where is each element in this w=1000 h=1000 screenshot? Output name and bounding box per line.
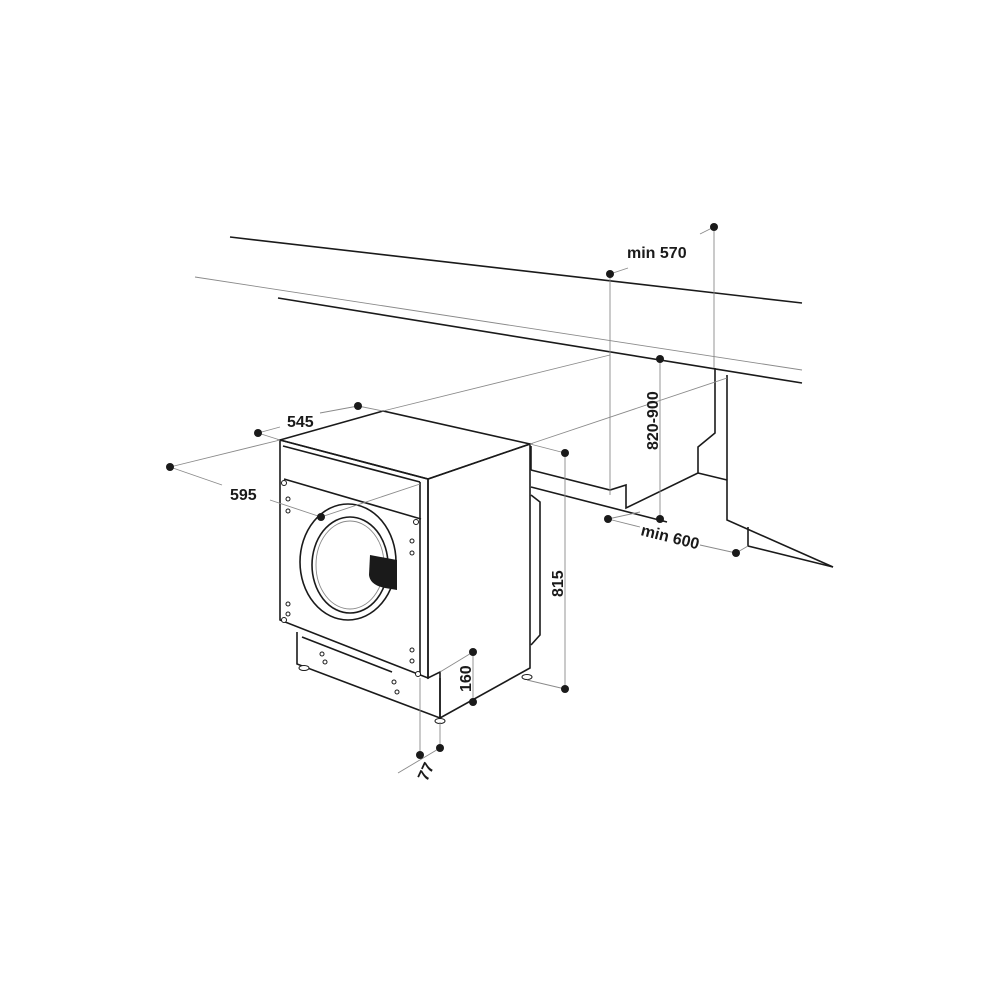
washing-machine [276,410,533,724]
label-worktop-height: 820-900 [645,391,662,450]
dimension-dots [166,223,740,759]
label-width: 595 [230,487,257,504]
label-niche-depth: min 600 [639,522,701,553]
door-handle-icon [369,555,397,590]
label-niche-width: min 570 [627,245,687,262]
label-depth: 545 [287,414,314,431]
label-plinth-height: 160 [458,665,475,692]
label-plinth-setback: 77 [415,760,438,783]
label-height: 815 [550,570,567,597]
cabinet-niche [530,368,834,646]
screw-holes [281,480,421,695]
worktop [194,236,803,384]
dimension-lines [169,226,749,774]
